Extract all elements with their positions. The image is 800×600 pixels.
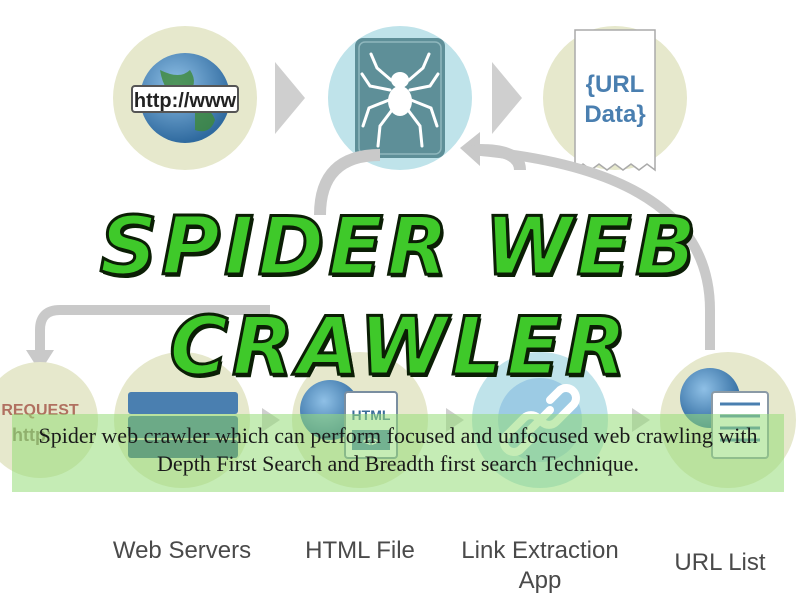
arrow-right-icon xyxy=(492,62,522,134)
label-web-servers: Web Servers xyxy=(112,537,252,564)
url-data-line2: Data} xyxy=(584,101,646,128)
label-link-extraction-line2: App xyxy=(518,567,562,594)
loop-arrow xyxy=(314,149,381,216)
url-data-line1: {URL xyxy=(585,71,645,98)
title-line-2: CRAWLER xyxy=(168,299,631,395)
description-text: Spider web crawler which can perform foc… xyxy=(38,423,758,476)
label-link-extraction-line1: Link Extraction xyxy=(461,537,619,564)
arrow-right-icon xyxy=(275,62,305,134)
title-line-1: SPIDER WEB xyxy=(98,199,701,295)
loop-arrow xyxy=(35,305,270,370)
spider-icon xyxy=(355,38,445,158)
arrow-down-icon xyxy=(26,350,54,372)
url-box xyxy=(131,85,239,113)
arrow-left-icon xyxy=(460,132,480,166)
url-box-text: http://www xyxy=(133,90,237,112)
label-html-file: HTML File xyxy=(305,537,415,564)
label-url-list: URL List xyxy=(674,549,766,576)
description-band xyxy=(12,414,784,492)
loop-arrow xyxy=(469,145,715,350)
